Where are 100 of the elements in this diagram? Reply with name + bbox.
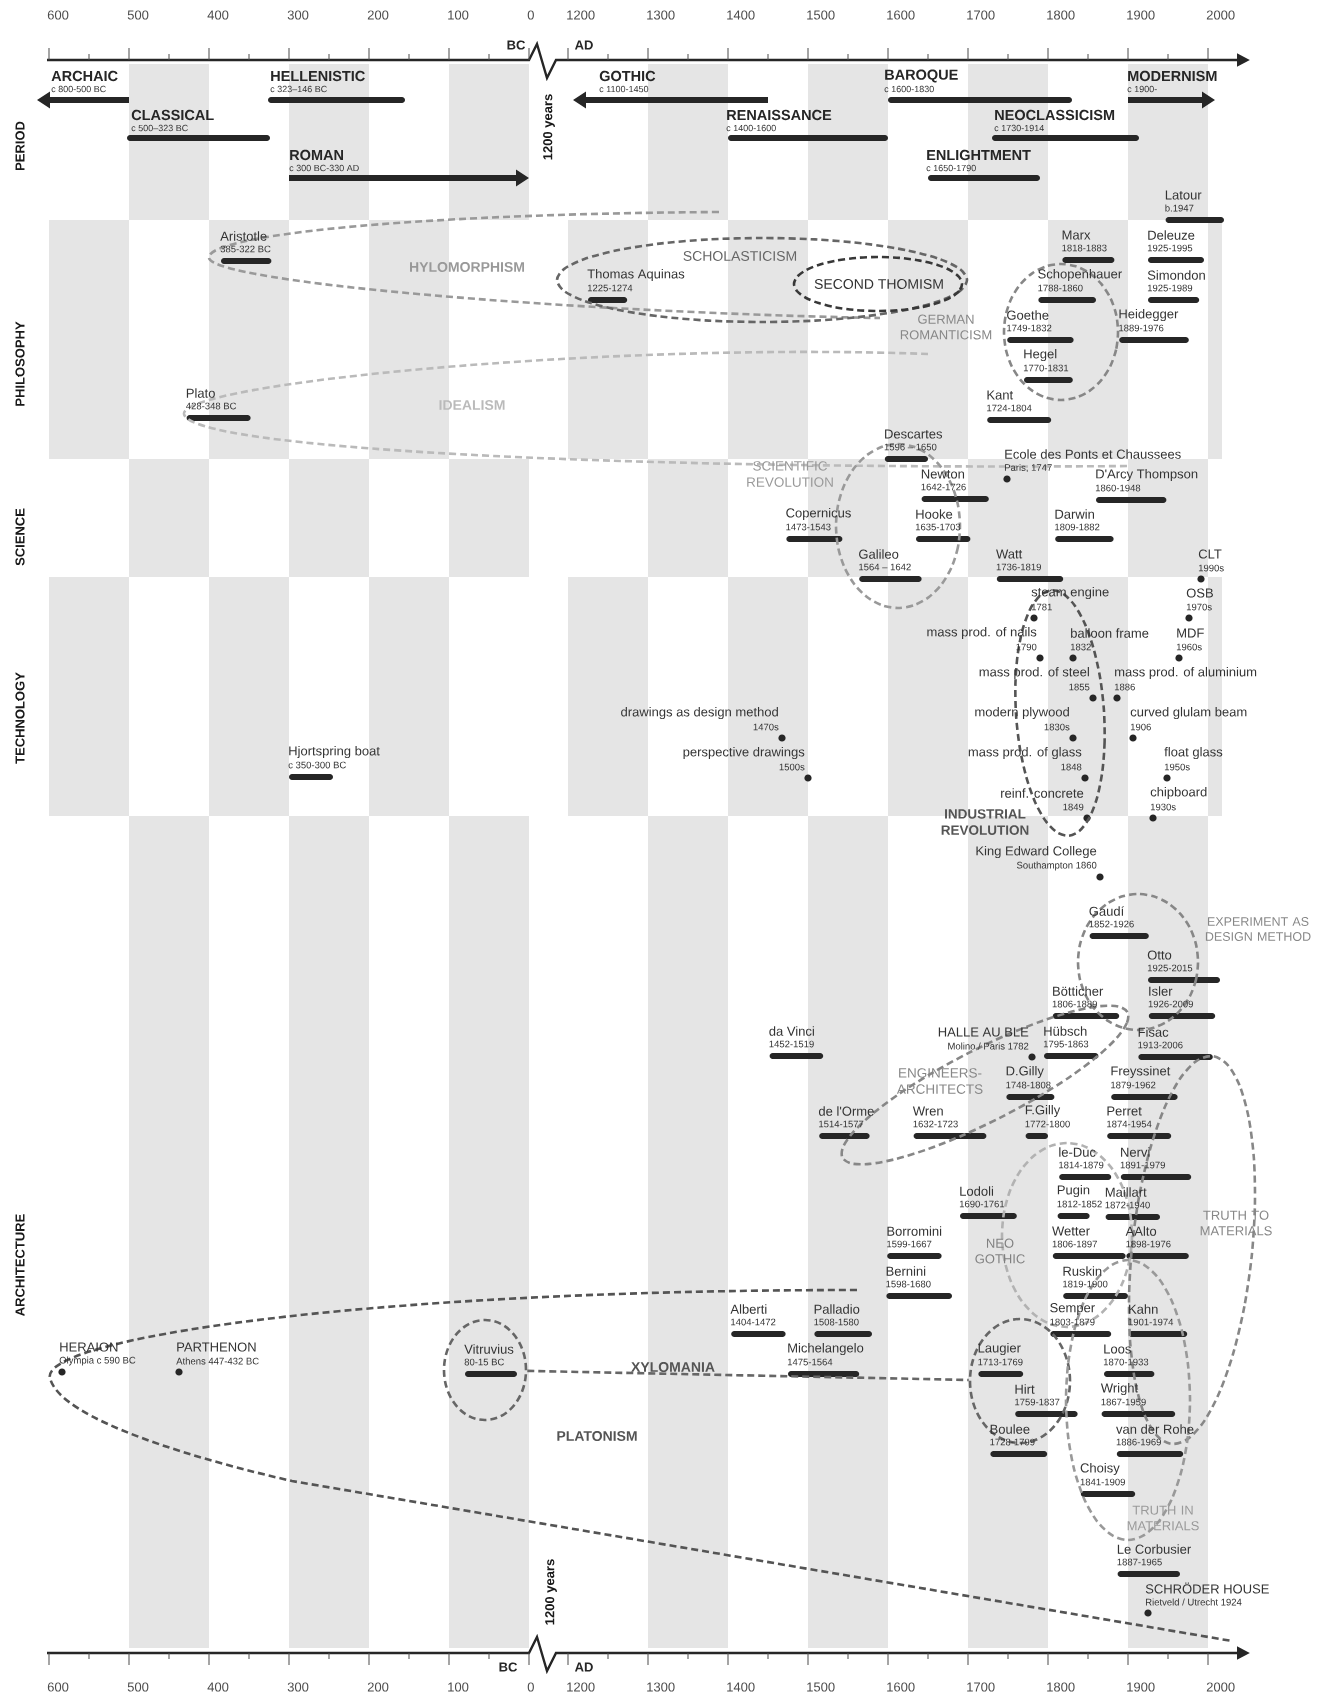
tick-label: 200 bbox=[367, 1682, 389, 1692]
tick-label: 1700 bbox=[967, 1682, 995, 1692]
era-label: AD bbox=[574, 40, 593, 50]
tick-label: 2000 bbox=[1206, 1682, 1235, 1692]
event-name: curved glulam beam bbox=[1130, 706, 1247, 720]
life-dates: 1803-1879 bbox=[1050, 1318, 1095, 1326]
life-dates: 385-322 BC bbox=[220, 245, 271, 253]
life-dates: 1925-1995 bbox=[1147, 244, 1193, 252]
period-dates: c 800-500 BC bbox=[51, 85, 106, 93]
life-dates: 1632-1723 bbox=[913, 1120, 958, 1128]
person-name: Bötticher bbox=[1053, 986, 1104, 996]
event-date: 1790 bbox=[1016, 643, 1037, 651]
life-dates: 1898-1976 bbox=[1126, 1240, 1171, 1248]
tick-label: 500 bbox=[127, 1682, 149, 1692]
person-name: Kant bbox=[987, 390, 1014, 400]
era-label: BC bbox=[499, 1662, 518, 1672]
event-date: Molino / Paris 1782 bbox=[948, 1042, 1029, 1050]
tick-label: 1400 bbox=[727, 10, 755, 20]
person-name: Borromini bbox=[887, 1226, 942, 1236]
life-dates: 1225-1274 bbox=[587, 284, 633, 292]
era-label: AD bbox=[574, 1662, 593, 1672]
life-dates: 80-15 BC bbox=[464, 1358, 504, 1366]
life-dates: 1514-1577 bbox=[819, 1120, 864, 1128]
life-dates: 1870-1933 bbox=[1103, 1358, 1149, 1366]
life-dates: 1818-1883 bbox=[1062, 244, 1107, 252]
event-date: Rietveld / Utrecht 1924 bbox=[1146, 1598, 1242, 1606]
dashed-connector bbox=[527, 1369, 969, 1382]
person-name: Vitruvius bbox=[464, 1344, 514, 1354]
person-name: D.Gilly bbox=[1006, 1065, 1044, 1079]
life-dates: 1852-1926 bbox=[1089, 920, 1134, 928]
person-name: Heidegger bbox=[1119, 308, 1179, 322]
person-name: F.Gilly bbox=[1025, 1104, 1061, 1118]
person-name: Hübsch bbox=[1044, 1026, 1087, 1036]
tick-label: 0 bbox=[527, 1682, 534, 1692]
edge-label: XYLOMANIA bbox=[631, 1362, 715, 1372]
tick-label: 2000 bbox=[1206, 10, 1235, 20]
person-name: da Vinci bbox=[769, 1026, 814, 1036]
event-date: 1830s bbox=[1044, 723, 1070, 731]
person-name: Kahn bbox=[1129, 1304, 1158, 1314]
event-name: King Edward College bbox=[976, 845, 1097, 859]
row-heading: TECHNOLOGY bbox=[15, 672, 25, 764]
tick-label: 600 bbox=[47, 10, 69, 20]
axis-break-label: 1200 years bbox=[545, 1559, 557, 1625]
person-name: Copernicus bbox=[786, 507, 851, 521]
person-name: Hegel bbox=[1024, 348, 1057, 362]
event-name: Ecole des Ponts et Chaussees bbox=[1005, 449, 1181, 459]
tick-label: 500 bbox=[127, 10, 149, 20]
life-dates: 1748-1808 bbox=[1006, 1081, 1051, 1089]
tick-label: 1600 bbox=[887, 1682, 915, 1692]
event-date: 1470s bbox=[753, 723, 779, 731]
period-dates: c 1400-1600 bbox=[726, 124, 776, 132]
person-name: Choisy bbox=[1080, 1462, 1120, 1476]
life-dates: 1841-1909 bbox=[1080, 1478, 1125, 1486]
period-dates: c 500–323 BC bbox=[131, 124, 188, 132]
tick-label: 1400 bbox=[727, 1682, 755, 1692]
life-dates: 1812-1852 bbox=[1057, 1200, 1102, 1208]
tick-label: 300 bbox=[287, 1682, 309, 1692]
event-date: Southampton 1860 bbox=[1016, 861, 1097, 871]
period-name: BAROQUE bbox=[885, 69, 958, 83]
life-dates: 1872-1940 bbox=[1105, 1201, 1150, 1209]
period-dates: c 1100-1450 bbox=[599, 85, 649, 93]
event-name: perspective drawings bbox=[683, 746, 805, 760]
event-name: HALLE AU BLE bbox=[938, 1027, 1029, 1037]
event-date: 1960s bbox=[1176, 643, 1202, 651]
tick-label: 1500 bbox=[807, 1682, 835, 1692]
person-name: Otto bbox=[1147, 950, 1172, 960]
person-name: Perret bbox=[1107, 1106, 1142, 1116]
life-dates: 1749-1832 bbox=[1007, 324, 1052, 332]
life-dates: 1926-2009 bbox=[1148, 1000, 1193, 1008]
event-date: 1781 bbox=[1031, 603, 1052, 611]
tick-label: 400 bbox=[207, 10, 229, 20]
tick-label: 1900 bbox=[1127, 10, 1155, 20]
event-date: 1886 bbox=[1114, 683, 1135, 691]
person-name: Palladio bbox=[814, 1304, 860, 1314]
person-name: de l'Orme bbox=[818, 1106, 874, 1116]
tick-label: 400 bbox=[207, 1682, 229, 1692]
person-name: Darwin bbox=[1055, 509, 1094, 519]
tick-label: 1200 bbox=[567, 10, 595, 20]
life-dates: 1879-1962 bbox=[1111, 1081, 1156, 1089]
life-dates: c 350-300 BC bbox=[288, 761, 346, 769]
person-name: Maillart bbox=[1105, 1187, 1147, 1197]
life-dates: 1736-1819 bbox=[996, 563, 1041, 571]
period-name: HELLENISTIC bbox=[271, 70, 365, 82]
period-dates: c 1650-1790 bbox=[926, 164, 976, 172]
tick-label: 1200 bbox=[567, 1682, 595, 1692]
life-dates: 1901-1974 bbox=[1128, 1318, 1174, 1326]
life-dates: 1508-1580 bbox=[814, 1318, 859, 1326]
event-name: float glass bbox=[1164, 746, 1223, 760]
person-name: Newton bbox=[921, 469, 965, 479]
node-label: EXPERIMENT AS DESIGN METHOD bbox=[1205, 917, 1311, 941]
life-dates: 1860-1948 bbox=[1095, 484, 1141, 492]
tick-label: 1800 bbox=[1047, 10, 1075, 20]
life-dates: 1925-2015 bbox=[1147, 964, 1193, 972]
person-name: Latour bbox=[1165, 190, 1202, 200]
person-name: van der Rohe bbox=[1116, 1424, 1194, 1434]
person-name: Michelangelo bbox=[788, 1342, 864, 1356]
tick-label: 300 bbox=[287, 10, 309, 20]
event-name: mass prod. of nails bbox=[927, 626, 1037, 640]
period-name: ENLIGHTMENT bbox=[927, 149, 1031, 161]
life-dates: 1690-1761 bbox=[959, 1200, 1005, 1208]
